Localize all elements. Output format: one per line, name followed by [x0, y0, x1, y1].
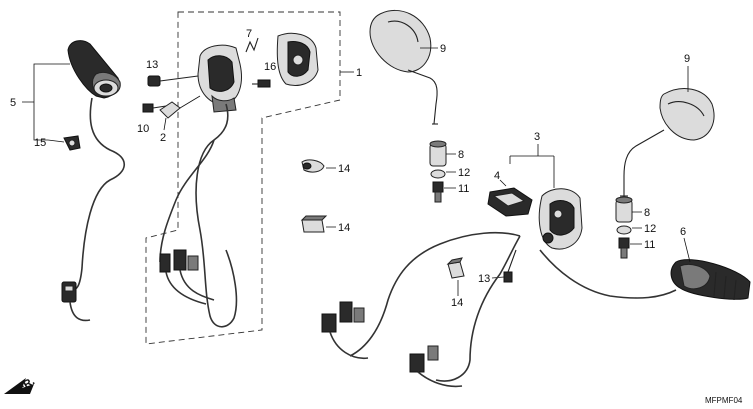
clamp-14-c: [446, 257, 465, 279]
adapter-8-right: [615, 196, 633, 223]
leader-6: [683, 237, 691, 263]
callout-3: 3: [534, 131, 540, 143]
callout-13-left: 13: [146, 59, 158, 71]
cable-tail: [69, 301, 91, 322]
right-harness-loop: [435, 235, 521, 382]
callout-5: 5: [10, 97, 16, 109]
front-label: FR.: [16, 375, 37, 394]
callout-6: 6: [680, 226, 686, 238]
callout-16: 16: [264, 61, 276, 73]
leader-15: [47, 139, 65, 143]
harness-connectors-right: [321, 301, 463, 388]
right-mirror: [620, 88, 715, 197]
callout-7: 7: [246, 28, 252, 40]
right-harness-long: [539, 249, 677, 299]
callout-10: 10: [137, 123, 149, 135]
spring-pin: [245, 37, 259, 53]
bolt-11-left: [432, 181, 444, 203]
callout-1: 1: [356, 67, 362, 79]
callout-12-left: 12: [458, 167, 470, 179]
callout-13-right: 13: [478, 273, 490, 285]
leader-2: [163, 95, 201, 131]
callout-2: 2: [160, 132, 166, 144]
right-harness: [349, 231, 521, 357]
left-mirror: [369, 9, 438, 125]
leaders-8-12-11-left: [444, 153, 456, 189]
leaders-8-12-11-right: [630, 211, 642, 245]
callout-9-right: 9: [684, 53, 690, 65]
callout-8-right: 8: [644, 207, 650, 219]
front-direction-marker: [4, 378, 34, 394]
callout-9-left: 9: [440, 43, 446, 55]
callout-8-left: 8: [458, 149, 464, 161]
washer-12-right: [616, 225, 632, 235]
cable-connector: [61, 281, 77, 303]
left-harness: [195, 103, 238, 328]
adapter-8-left: [429, 140, 447, 167]
callout-11-left: 11: [458, 183, 469, 195]
throttle-cable: [71, 97, 126, 291]
bolt-11-right: [618, 237, 630, 259]
callout-11-right: 11: [644, 239, 655, 251]
assembly-boundary-1: [145, 11, 341, 345]
clamp-14-a: [301, 159, 325, 173]
callout-4: 4: [494, 170, 500, 182]
throttle-grip: [67, 40, 121, 99]
leader-4: [499, 179, 507, 187]
screw-10: [142, 103, 167, 113]
left-switch-cover: [276, 32, 319, 86]
diagram-code: MFPMF04: [705, 396, 743, 405]
washer-12-left: [430, 169, 446, 179]
callout-12-right: 12: [644, 223, 656, 235]
left-harness-branch: [159, 139, 215, 263]
callout-14-c: 14: [451, 297, 463, 309]
harness-connectors-left: [159, 249, 215, 305]
screw-13-left: [147, 75, 199, 87]
switch-4: [487, 187, 533, 217]
leaders-14: [326, 167, 459, 296]
right-switch-housing: [538, 188, 583, 250]
clamp-14-b: [300, 215, 328, 233]
bracket-3: [509, 144, 555, 188]
callout-14-b: 14: [338, 222, 350, 234]
left-switch-housing: [197, 44, 242, 113]
callout-bracket-5: [22, 63, 70, 141]
cable-clip: [63, 135, 81, 151]
callout-14-a: 14: [338, 163, 350, 175]
screw-16: [252, 79, 271, 88]
right-grip: [670, 259, 751, 301]
callout-15: 15: [34, 137, 46, 149]
plate-2: [159, 101, 181, 119]
